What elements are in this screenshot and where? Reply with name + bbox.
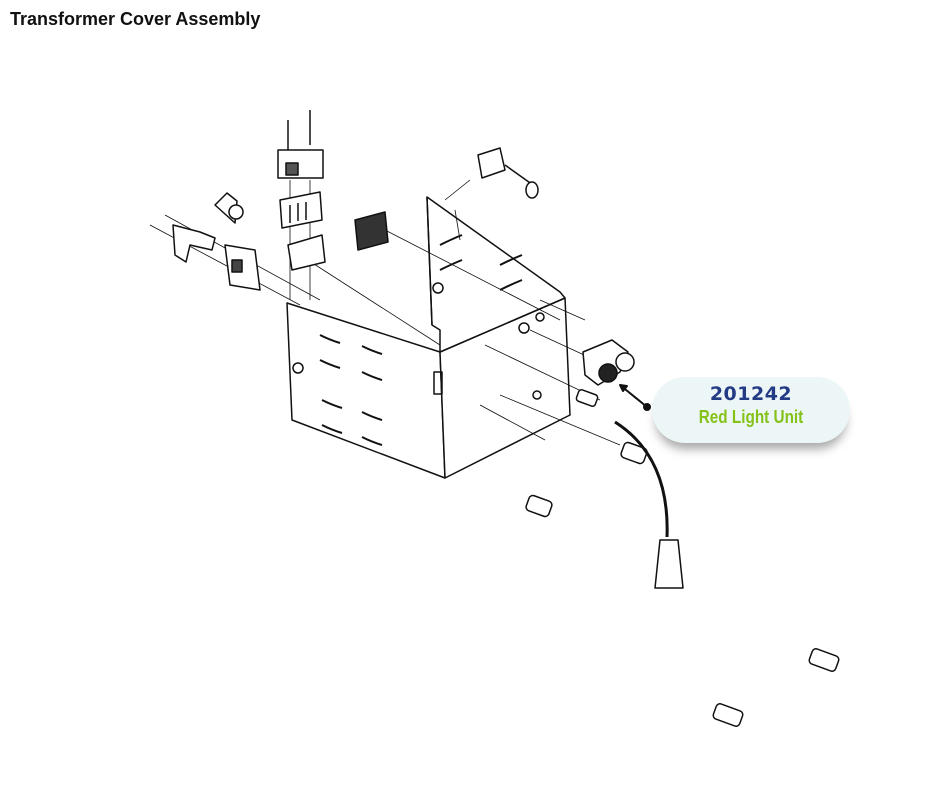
connector-block xyxy=(354,211,389,251)
bracket xyxy=(287,234,326,271)
cover-box xyxy=(286,196,571,479)
toroid xyxy=(214,192,244,224)
page-title: Transformer Cover Assembly xyxy=(10,9,261,29)
part-callout: 201242 Red Light Unit xyxy=(652,377,850,443)
heat-sink xyxy=(279,191,323,229)
mount-bracket xyxy=(172,224,216,263)
terminal-block xyxy=(277,110,324,179)
part-name: Red Light Unit xyxy=(698,407,804,427)
part-number: 201242 xyxy=(709,383,793,405)
relay xyxy=(224,244,261,291)
callout-leader xyxy=(619,384,651,411)
fittings xyxy=(525,389,840,727)
red-light-unit xyxy=(582,339,635,386)
cable-sensor xyxy=(614,420,684,589)
top-terminal xyxy=(477,147,539,199)
